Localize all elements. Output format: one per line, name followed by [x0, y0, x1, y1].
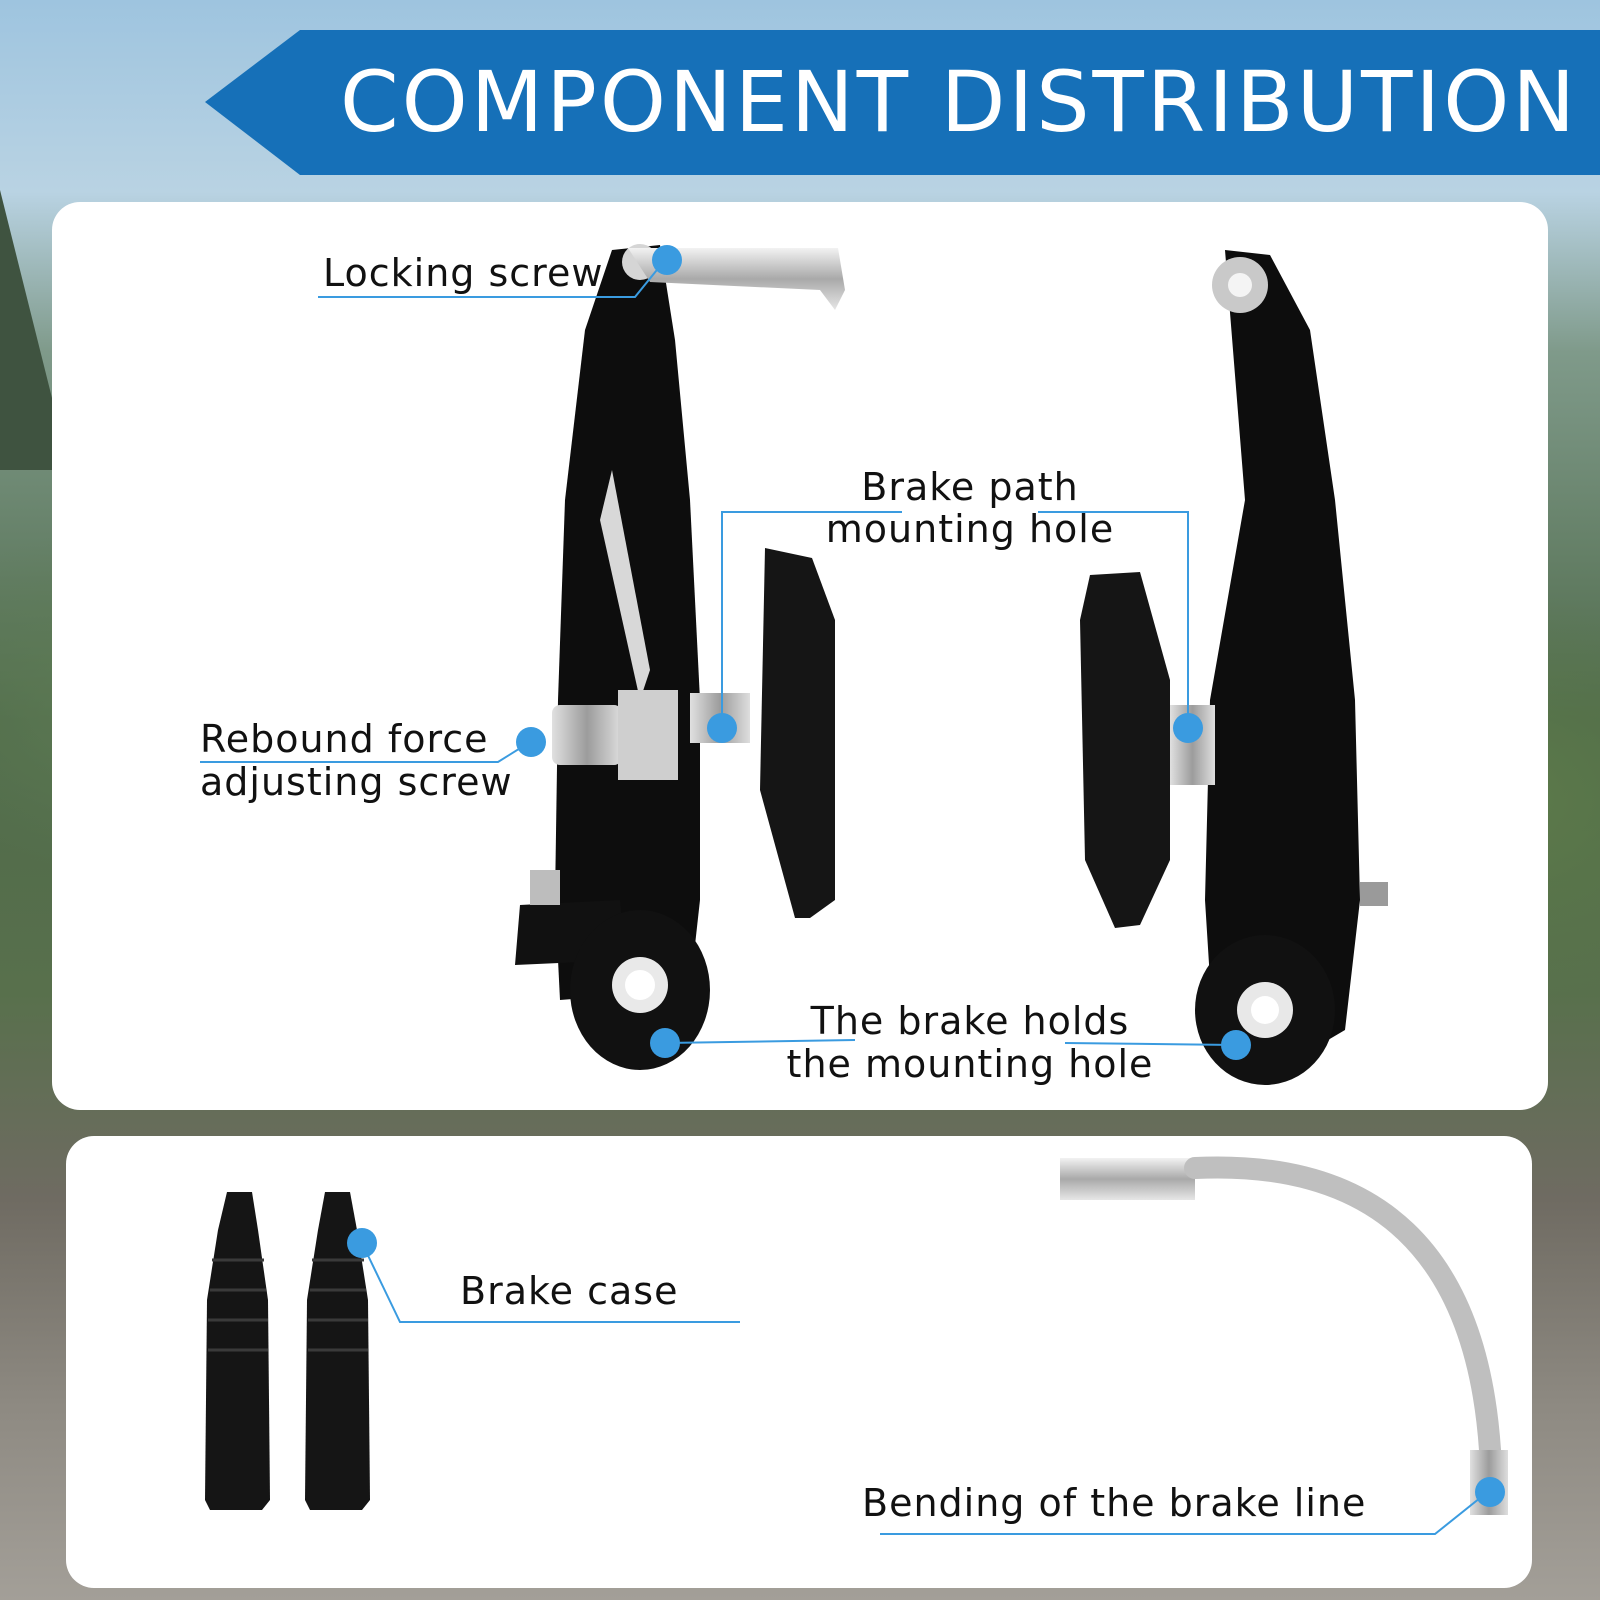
- label-bending-brake-line: Bending of the brake line: [862, 1481, 1367, 1525]
- label-holds-line2: the mounting hole: [786, 1042, 1154, 1086]
- right-brake-arm: [1195, 250, 1388, 1085]
- label-rebound-line1: Rebound force: [200, 717, 489, 761]
- label-locking-screw: Locking screw: [323, 251, 604, 295]
- label-holds-line1: The brake holds: [810, 999, 1130, 1043]
- left-brake-arm: [515, 245, 710, 1070]
- label-rebound-line2: adjusting screw: [200, 760, 513, 804]
- brake-case-boots: [205, 1192, 370, 1510]
- label-brake-case: Brake case: [460, 1269, 679, 1313]
- brake-noodle: [1060, 1156, 1508, 1515]
- label-brake-path-line1: Brake path: [861, 465, 1079, 509]
- title-banner: [205, 30, 1600, 175]
- right-brake-pad: [1080, 572, 1215, 928]
- page-title: COMPONENT DISTRIBUTION: [340, 53, 1579, 151]
- left-brake-pad: [690, 548, 835, 918]
- label-brake-path-line2: mounting hole: [825, 507, 1115, 551]
- banner-shape: [205, 30, 1600, 175]
